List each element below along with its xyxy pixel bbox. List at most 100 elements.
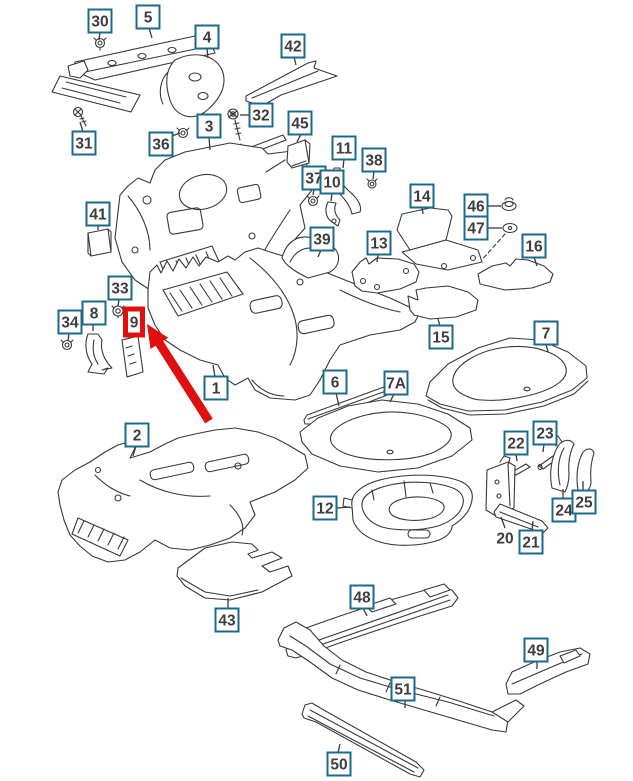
leader-line-3 <box>208 136 211 151</box>
label-box <box>533 320 559 346</box>
part-label-41[interactable]: 41 <box>85 201 111 227</box>
part-2-carpet-drawing <box>57 427 309 563</box>
part-label-36[interactable]: 36 <box>148 131 174 157</box>
label-number: 36 <box>152 137 170 154</box>
label-box <box>428 324 454 350</box>
part-label-7[interactable]: 7 <box>533 320 559 346</box>
part-label-10[interactable]: 10 <box>319 169 345 195</box>
part-7a-mat-drawing <box>299 399 473 473</box>
label-number: 43 <box>218 613 236 630</box>
part-16-mat-drawing <box>477 258 554 291</box>
label-box <box>390 676 416 702</box>
part-label-49[interactable]: 49 <box>523 637 549 663</box>
part-label-31[interactable]: 31 <box>71 130 97 156</box>
part-label-32[interactable]: 32 <box>248 102 274 128</box>
part-1-carpet-drawing <box>147 236 421 401</box>
label-number: 50 <box>330 757 347 774</box>
part-label-9[interactable]: 9 <box>123 306 145 338</box>
label-box <box>366 230 392 256</box>
leader-line-2 <box>132 445 137 457</box>
part-label-51[interactable]: 51 <box>390 676 416 702</box>
label-number: 1 <box>212 381 221 398</box>
label-number: 38 <box>365 153 383 170</box>
label-number: 48 <box>353 590 371 607</box>
label-box <box>87 8 113 34</box>
part-label-2[interactable]: 2 <box>124 422 150 448</box>
label-box <box>107 275 133 301</box>
label-number: 47 <box>467 221 484 238</box>
part-42-cover-drawing <box>245 60 338 107</box>
label-number: 8 <box>90 306 99 323</box>
label-box <box>503 430 529 456</box>
part-51-frame-drawing <box>277 621 525 733</box>
part-20-bracket-drawing <box>485 455 516 517</box>
part-7-mat-drawing <box>425 337 589 416</box>
label-number: 51 <box>394 682 412 699</box>
part-label-33[interactable]: 33 <box>107 275 133 301</box>
label-number: 25 <box>575 495 593 512</box>
part-label-14[interactable]: 14 <box>409 183 435 209</box>
label-box <box>248 102 274 128</box>
part-49-rail-drawing <box>505 647 591 695</box>
part-12-tray-drawing <box>342 474 473 546</box>
label-number: 34 <box>61 315 79 332</box>
part-label-30[interactable]: 30 <box>87 8 113 34</box>
part-label-43[interactable]: 43 <box>214 607 240 633</box>
label-number: 12 <box>316 501 333 518</box>
part-8-bracket-drawing <box>85 333 113 375</box>
part-label-21[interactable]: 21 <box>518 529 544 555</box>
highlight-arrow <box>147 324 213 424</box>
part-label-23[interactable]: 23 <box>532 420 558 446</box>
label-number: 2 <box>133 428 142 445</box>
part-label-13[interactable]: 13 <box>366 230 392 256</box>
part-label-45[interactable]: 45 <box>287 110 313 136</box>
part-label-42[interactable]: 42 <box>280 33 306 59</box>
label-box <box>280 33 306 59</box>
part-label-48[interactable]: 48 <box>349 584 375 610</box>
part-label-8[interactable]: 8 <box>81 300 107 326</box>
nut-38-icon <box>366 178 378 189</box>
part-label-39[interactable]: 39 <box>309 226 335 252</box>
label-number: 7 <box>542 326 551 343</box>
part-label-25[interactable]: 25 <box>571 489 597 515</box>
leader-line-31 <box>79 121 84 133</box>
part-label-22[interactable]: 22 <box>503 430 529 456</box>
label-number: 42 <box>284 39 301 56</box>
nut-37-icon <box>306 195 320 207</box>
label-number: 14 <box>413 189 431 206</box>
part-label-47[interactable]: 47 <box>463 215 489 241</box>
part-label-6[interactable]: 6 <box>322 369 348 395</box>
label-number: 7A <box>386 376 406 393</box>
part-label-34[interactable]: 34 <box>57 309 83 335</box>
label-number: 30 <box>91 14 108 31</box>
part-label-12[interactable]: 12 <box>312 495 338 521</box>
part-label-38[interactable]: 38 <box>361 147 387 173</box>
label-number: 22 <box>507 436 524 453</box>
part-label-7A[interactable]: 7A <box>383 370 409 396</box>
label-box <box>523 637 549 663</box>
part-label-5[interactable]: 5 <box>135 4 161 30</box>
label-box <box>287 110 313 136</box>
part-label-1[interactable]: 1 <box>203 375 229 401</box>
leader-line-6 <box>335 392 340 407</box>
leader-line-12 <box>336 506 351 509</box>
label-number: 33 <box>111 281 129 298</box>
label-number: 37 <box>305 171 322 188</box>
part-label-4[interactable]: 4 <box>194 24 220 50</box>
label-box <box>148 131 174 157</box>
label-number: 4 <box>203 30 212 47</box>
part-50-strip-drawing <box>301 702 425 778</box>
label-number: 31 <box>75 136 93 153</box>
part-label-20[interactable]: 20 <box>496 531 513 548</box>
part-label-15[interactable]: 15 <box>428 324 454 350</box>
label-number: 32 <box>252 108 269 125</box>
part-label-16[interactable]: 16 <box>521 233 547 259</box>
label-number: 45 <box>291 116 309 133</box>
part-label-50[interactable]: 50 <box>326 751 352 777</box>
part-label-3[interactable]: 3 <box>196 113 222 139</box>
part-label-46[interactable]: 46 <box>463 193 489 219</box>
label-box <box>81 300 107 326</box>
part-label-11[interactable]: 11 <box>331 135 357 161</box>
label-box <box>214 607 240 633</box>
